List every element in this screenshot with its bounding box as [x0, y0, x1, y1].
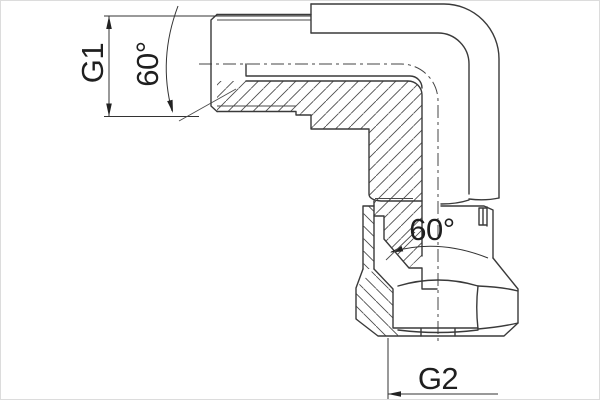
tube-end-closure	[440, 197, 500, 205]
g2-label: G2	[418, 361, 458, 396]
angle-dimension-top: 60°	[130, 5, 237, 122]
stud-thread-root-lines	[217, 19, 311, 107]
nut-bore-section-edges	[373, 268, 479, 337]
inner-bend-silhouette	[310, 32, 470, 195]
swivel-nut-outline	[355, 205, 519, 337]
thread-relief-rings	[478, 206, 488, 227]
dimension-g2: G2	[387, 338, 498, 399]
bottom-angle-label: 60°	[409, 212, 454, 247]
g2-arrow-left	[388, 391, 401, 397]
bore-edge-section	[245, 80, 423, 257]
cone-nipple-hatch-region	[374, 201, 422, 268]
body-hatch-region	[217, 81, 422, 201]
top-angle-label: 60°	[130, 41, 165, 86]
angle-dimension-bottom: 60°	[385, 212, 489, 261]
outer-bend-silhouette	[310, 3, 500, 199]
hex-top-chamfer-arcs	[397, 279, 519, 292]
bore-edge-upper	[245, 63, 423, 89]
dimension-g1: G1	[75, 15, 311, 117]
nut-section-hatching	[356, 206, 398, 336]
body-lower-profile	[216, 110, 423, 202]
hex-facet-line	[476, 285, 479, 330]
g1-label: G1	[75, 43, 110, 83]
elbow-body-outline	[210, 3, 500, 290]
g1-arrow-up	[106, 16, 112, 29]
stud-nose-face	[210, 13, 218, 113]
top-angle-arrowhead	[167, 99, 173, 113]
nut-skirt-right	[440, 205, 494, 259]
cone-seat-profile	[373, 200, 438, 290]
bottom-cone-reference-line	[385, 231, 416, 261]
top-angle-leader-arc	[165, 5, 179, 112]
top-cone-reference-line	[178, 88, 237, 122]
hex-bottom-chamfer-arcs	[397, 322, 519, 334]
g1-arrow-down	[106, 103, 112, 117]
nut-hex-profile	[355, 257, 519, 337]
nut-skirt-hatch-region	[363, 206, 374, 269]
body-section-hatching	[217, 81, 422, 268]
nut-skirt-left	[362, 205, 375, 270]
nut-wall-hatch-region	[356, 269, 398, 336]
